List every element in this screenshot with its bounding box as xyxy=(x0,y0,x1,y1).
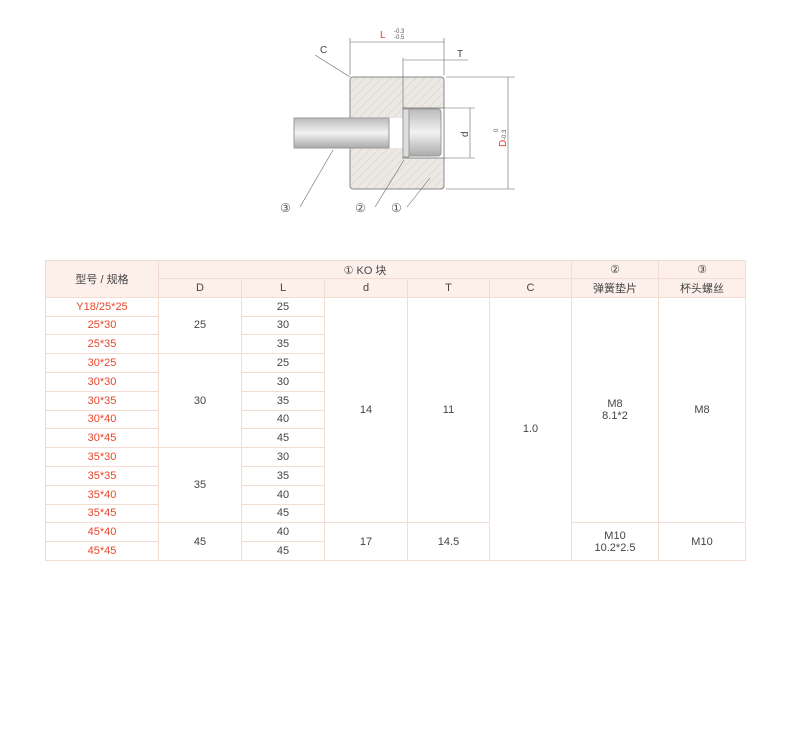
header-d: d xyxy=(324,278,408,298)
table-row: 35*35 35 xyxy=(45,465,746,486)
ko-block-diagram: L -0.3 -0.5 C T d D 0 -0.3 ③ ② ① xyxy=(280,29,515,215)
spring-size: M8 xyxy=(607,398,623,411)
table-row: 35*45 45 xyxy=(45,503,746,524)
model-cell: 30*40 xyxy=(45,409,159,430)
model-cell: 30*45 xyxy=(45,428,159,449)
L-cell: 30 xyxy=(241,315,325,336)
header-C: C xyxy=(489,278,572,298)
model-cell: 30*35 xyxy=(45,390,159,411)
model-cell: 30*25 xyxy=(45,353,159,373)
L-cell: 40 xyxy=(241,522,325,543)
header-ko-group: ① KO 块 xyxy=(158,260,572,279)
L-cell: 45 xyxy=(241,541,325,561)
header-D: D xyxy=(158,278,242,298)
model-cell: 30*30 xyxy=(45,371,159,392)
model-cell: 35*40 xyxy=(45,484,159,505)
L-cell: 35 xyxy=(241,465,325,486)
callout-2: ② xyxy=(355,201,366,215)
D-cell: 45 xyxy=(158,522,242,561)
screw-thread xyxy=(293,117,390,149)
C-cell: 1.0 xyxy=(489,296,572,561)
table-row: 30*45 45 xyxy=(45,428,746,449)
header-T: T xyxy=(407,278,490,298)
header-spring: 弹簧垫片 xyxy=(571,278,659,298)
D-label: D xyxy=(498,140,509,147)
L-cell: 30 xyxy=(241,371,325,392)
table-row: 30*40 40 xyxy=(45,409,746,430)
model-cell: 25*35 xyxy=(45,334,159,355)
D-cell: 25 xyxy=(158,296,242,355)
D-tol-upper: 0 xyxy=(494,128,500,132)
header-spring-num: ② xyxy=(571,260,659,279)
D-cell: 30 xyxy=(158,353,242,449)
D-tol-lower: -0.3 xyxy=(502,129,508,140)
model-cell: 45*45 xyxy=(45,541,159,561)
L-cell: 45 xyxy=(241,428,325,449)
C-label: C xyxy=(320,45,327,56)
callout-1: ① xyxy=(391,201,402,215)
L-cell: 25 xyxy=(241,296,325,317)
table-row: 30*30 30 xyxy=(45,371,746,392)
d-cell: 14 xyxy=(324,296,408,524)
table-row: 35*40 40 xyxy=(45,484,746,505)
model-cell: 25*30 xyxy=(45,315,159,336)
callout-3: ③ xyxy=(280,201,291,215)
model-cell: 45*40 xyxy=(45,522,159,543)
model-cell: Y18/25*25 xyxy=(45,296,159,317)
table-row: 25*30 30 xyxy=(45,315,746,336)
L-cell: 35 xyxy=(241,390,325,411)
model-cell: 35*35 xyxy=(45,465,159,486)
spring-spec: 8.1*2 xyxy=(602,410,628,423)
L-cell: 40 xyxy=(241,484,325,505)
L-cell: 35 xyxy=(241,334,325,355)
spring-washer xyxy=(402,108,410,158)
table-row: 45*45 45 xyxy=(45,541,746,561)
D-cell: 35 xyxy=(158,447,242,524)
T-cell: 14.5 xyxy=(407,522,490,561)
L-cell: 30 xyxy=(241,447,325,467)
header-screw: 杯头螺丝 xyxy=(658,278,746,298)
T-cell: 11 xyxy=(407,296,490,524)
header-L: L xyxy=(241,278,325,298)
L-tol-lower: -0.5 xyxy=(394,35,405,41)
spec-table: 型号 / 规格 ① KO 块 ② ③ D L d T C 弹簧垫片 杯头螺丝 Y… xyxy=(45,260,746,561)
header-screw-num: ③ xyxy=(658,260,746,279)
d-cell: 17 xyxy=(324,522,408,561)
model-cell: 35*30 xyxy=(45,447,159,467)
screw-cell: M10 xyxy=(658,522,746,561)
L-label: L xyxy=(380,30,386,41)
model-cell: 35*45 xyxy=(45,503,159,524)
header-model: 型号 / 规格 xyxy=(45,260,159,298)
L-cell: 25 xyxy=(241,353,325,373)
screw-cell: M8 xyxy=(658,296,746,524)
L-cell: 40 xyxy=(241,409,325,430)
T-label: T xyxy=(457,49,463,60)
L-cell: 45 xyxy=(241,503,325,524)
spring-size: M10 xyxy=(604,529,626,542)
d-label: d xyxy=(460,131,471,137)
L-tol-upper: -0.3 xyxy=(394,29,405,35)
spring-spec: 10.2*2.5 xyxy=(594,541,636,554)
screw-head xyxy=(407,108,442,157)
